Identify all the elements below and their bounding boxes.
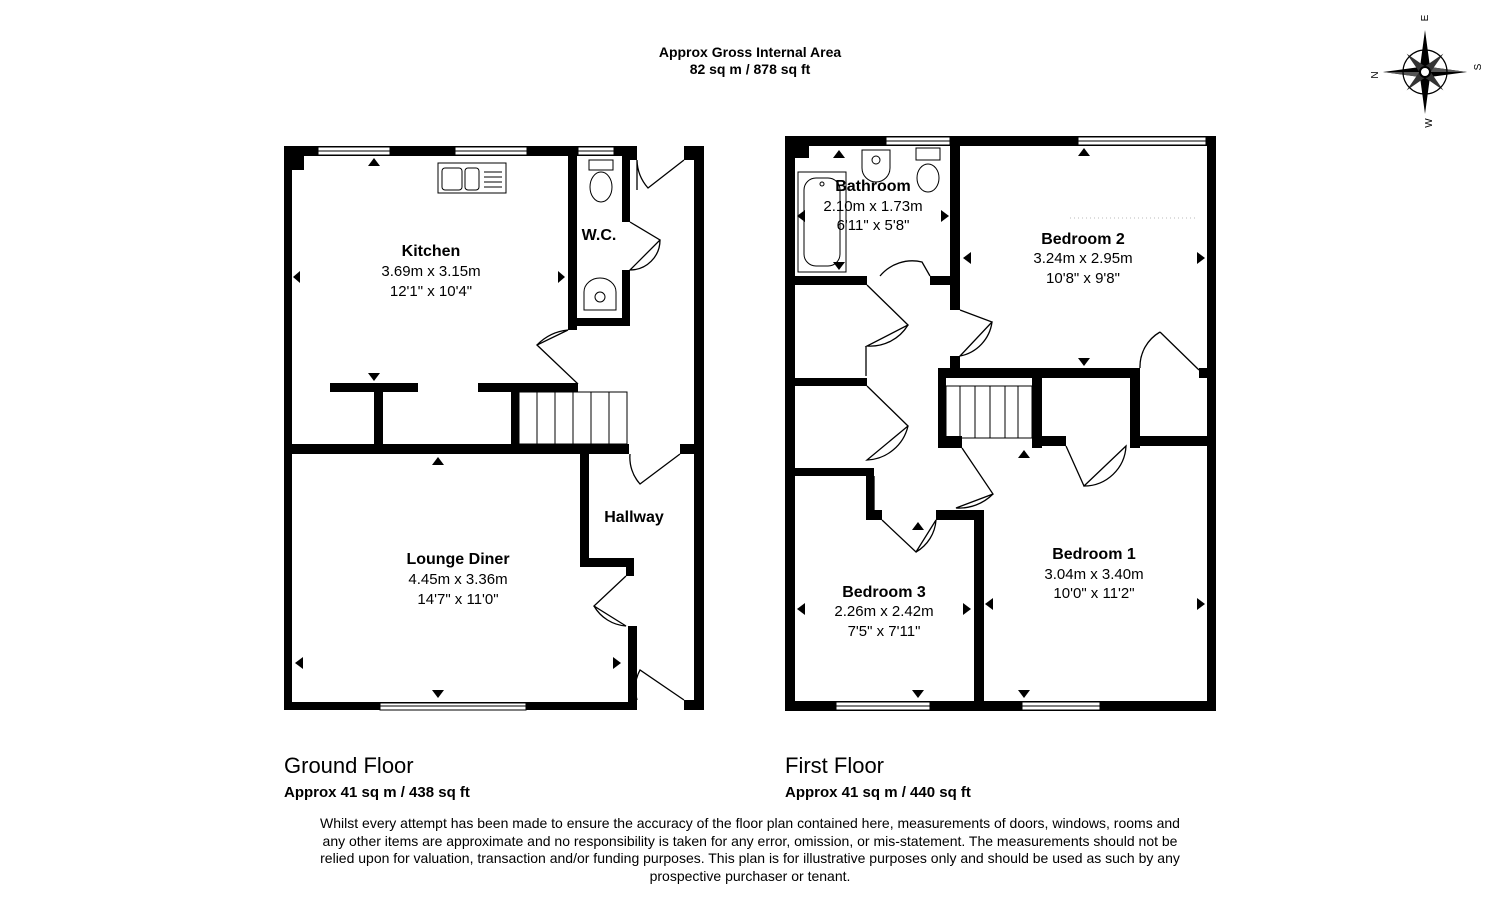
bedroom2-imperial: 10'8" x 9'8" [1046, 270, 1120, 287]
wc-name: W.C. [582, 227, 617, 244]
header: Approx Gross Internal Area 82 sq m / 878… [0, 44, 1500, 78]
bedroom2-metric: 3.24m x 2.95m [1033, 250, 1132, 267]
kitchen-imperial: 12'1" x 10'4" [390, 283, 472, 300]
ground-floor-plan [284, 146, 704, 711]
hallway-name: Hallway [604, 509, 664, 526]
disclaimer-line: relied upon for valuation, transaction a… [320, 850, 1180, 866]
first-floor-plan [785, 136, 1216, 711]
bedroom2-name: Bedroom 2 [1041, 231, 1125, 248]
bedroom3-metric: 2.26m x 2.42m [834, 603, 933, 620]
disclaimer: Whilst every attempt has been made to en… [300, 815, 1200, 885]
kitchen-metric: 3.69m x 3.15m [381, 263, 480, 280]
compass-icon: E S W N [1370, 14, 1484, 128]
lounge-name: Lounge Diner [406, 551, 509, 568]
header-title: Approx Gross Internal Area [658, 44, 842, 60]
bedroom1-metric: 3.04m x 3.40m [1044, 566, 1143, 583]
disclaimer-line: Whilst every attempt has been made to en… [320, 815, 1180, 831]
compass-n: N [1370, 71, 1381, 78]
compass-e: E [1420, 14, 1431, 21]
bedroom1-imperial: 10'0" x 11'2" [1053, 585, 1134, 602]
ground-floor-area: Approx 41 sq m / 438 sq ft [284, 784, 470, 801]
lounge-metric: 4.45m x 3.36m [408, 571, 507, 588]
bathroom-imperial: 6'11" x 5'8" [837, 217, 910, 234]
compass-s: S [1473, 63, 1484, 70]
kitchen-name: Kitchen [402, 243, 461, 260]
disclaimer-line: prospective purchaser or tenant. [649, 867, 851, 884]
first-floor-title: First Floor [785, 753, 884, 778]
bathroom-name: Bathroom [835, 178, 911, 195]
bedroom3-imperial: 7'5" x 7'11" [848, 623, 921, 640]
compass-w: W [1424, 118, 1435, 128]
ground-floor-title: Ground Floor [284, 753, 414, 778]
lounge-imperial: 14'7" x 11'0" [417, 591, 498, 608]
first-floor-area: Approx 41 sq m / 440 sq ft [785, 784, 971, 801]
header-total-area: 82 sq m / 878 sq ft [689, 61, 811, 77]
bathroom-metric: 2.10m x 1.73m [823, 198, 922, 215]
disclaimer-line: any other items are approximate and no r… [322, 832, 1178, 849]
bedroom1-name: Bedroom 1 [1052, 546, 1136, 563]
bedroom3-name: Bedroom 3 [842, 584, 926, 601]
